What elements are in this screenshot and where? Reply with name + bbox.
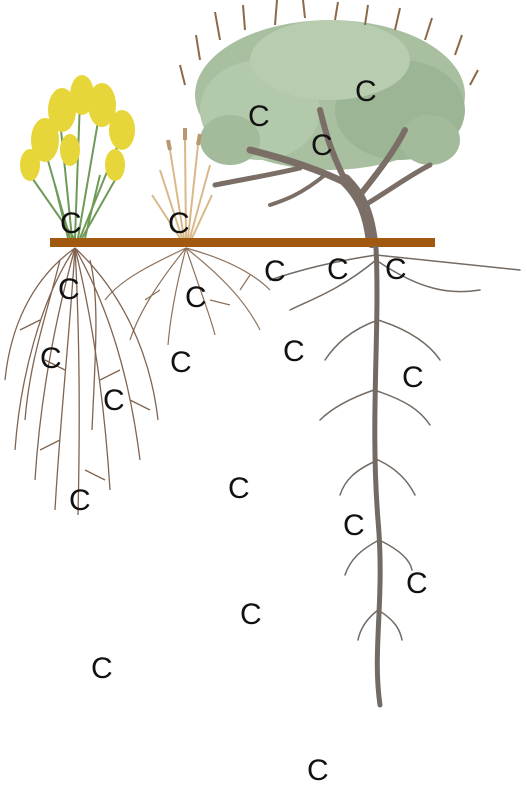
carbon-label: C — [311, 129, 333, 162]
carbon-label: C — [103, 384, 125, 417]
carbon-label: C — [240, 598, 262, 631]
carbon-label: C — [170, 346, 192, 379]
carbon-label: C — [385, 253, 407, 286]
carbon-label: C — [58, 273, 80, 306]
carbon-label: C — [91, 652, 113, 685]
carbon-label: C — [402, 361, 424, 394]
carbon-label: C — [355, 75, 377, 108]
carbon-label: C — [343, 509, 365, 542]
carbon-label: C — [264, 255, 286, 288]
carbon-label: C — [248, 100, 270, 133]
carbon-label: C — [168, 207, 190, 240]
grass-fibrous-roots — [5, 248, 158, 515]
carbon-label: C — [406, 567, 428, 600]
carbon-label: C — [307, 754, 329, 786]
carbon-label: C — [40, 342, 62, 375]
carbon-label: C — [327, 253, 349, 286]
shrub-taproot — [270, 248, 520, 705]
carbon-label: C — [283, 335, 305, 368]
carbon-label: C — [185, 281, 207, 314]
carbon-label: C — [228, 472, 250, 505]
ground-surface — [50, 238, 435, 247]
carbon-label: C — [60, 207, 82, 240]
carbon-label: C — [69, 484, 91, 517]
